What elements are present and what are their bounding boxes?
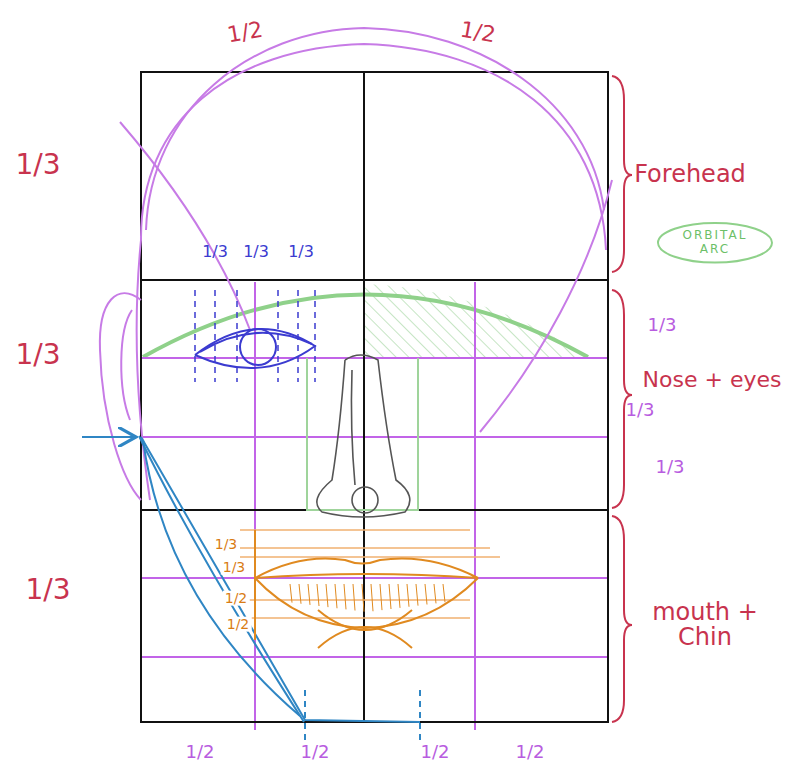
hatch-stroke [398, 584, 400, 608]
third-mark: 1/3 [25, 575, 70, 604]
head-grid [141, 72, 608, 722]
half-mark: 1/2 [301, 743, 330, 762]
lip-half-mark: 1/2 [225, 617, 252, 632]
hatch-stroke [317, 584, 319, 606]
hatch-stroke [380, 584, 382, 610]
half-mark: 1/2 [186, 743, 215, 762]
tag-outline [658, 223, 772, 263]
jaw-line [139, 436, 420, 745]
lip-third-mark: 1/3 [221, 560, 248, 575]
lip-half-mark: 1/2 [223, 591, 250, 606]
skull-arcs [100, 28, 612, 500]
hatch-stroke [434, 584, 436, 603]
half-mark: 1/2 [516, 743, 545, 762]
third-mark: 1/3 [15, 340, 60, 369]
section-name: Nose + eyes [643, 368, 782, 391]
eye-thirds [195, 290, 315, 382]
hatch-stroke [335, 584, 337, 608]
nose [317, 355, 410, 517]
orbital-arc [143, 295, 588, 358]
mouth-guides [240, 530, 500, 618]
hatch-stroke [344, 584, 346, 609]
hatch-stroke [407, 584, 409, 607]
section-brackets [612, 76, 632, 722]
hatch-stroke [290, 584, 292, 603]
third-mark: 1/3 [15, 150, 60, 179]
half-mark: 1/2 [226, 18, 265, 47]
mouth [255, 530, 478, 648]
hatch-stroke [326, 584, 328, 607]
eye-third-mark: 1/3 [288, 244, 314, 261]
third-mark: 1/3 [626, 401, 655, 420]
hatch-stroke [416, 584, 418, 606]
orbital-arc-tag: ORBITAL ARC [656, 221, 774, 265]
third-mark: 1/3 [656, 458, 685, 477]
half-mark: 1/2 [459, 18, 498, 47]
hatch-stroke [443, 584, 445, 602]
tag-text: ORBITAL ARC [672, 229, 758, 257]
hatch-stroke [362, 584, 364, 612]
eye [195, 329, 315, 368]
section-name: mouth + Chin [635, 600, 775, 650]
hatch-stroke [353, 584, 355, 611]
hatch-stroke [425, 584, 427, 605]
hatch-stroke [308, 584, 310, 605]
hatch-stroke [299, 584, 301, 604]
section-name: Forehead [634, 162, 746, 187]
ear-arrow [82, 436, 134, 438]
hatch-stroke [389, 584, 391, 609]
lip-third-mark: 1/3 [213, 537, 240, 552]
hatch-stroke [371, 584, 373, 611]
eye-third-mark: 1/3 [202, 244, 228, 261]
third-mark: 1/3 [648, 316, 677, 335]
purple-guides [141, 282, 608, 730]
lip-hatching [290, 584, 445, 612]
half-mark: 1/2 [421, 743, 450, 762]
eye-third-mark: 1/3 [243, 244, 269, 261]
